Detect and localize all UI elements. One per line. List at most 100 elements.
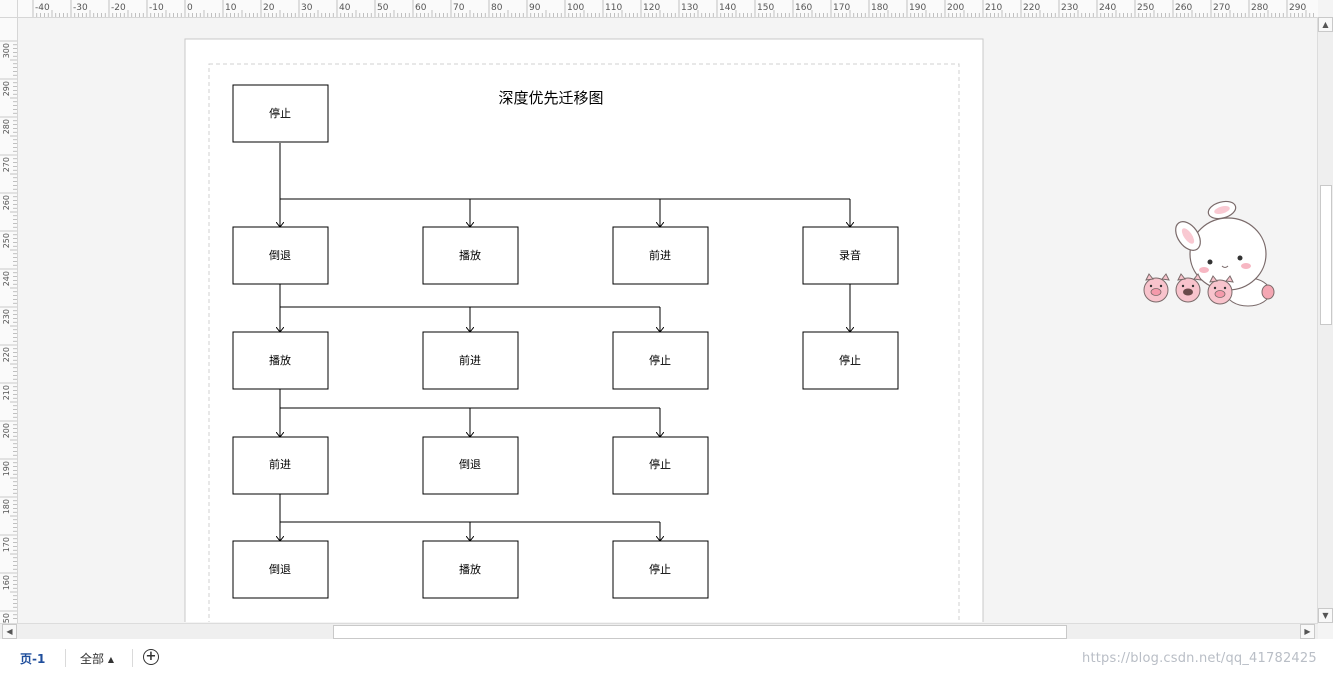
ruler-label: 70 — [453, 3, 465, 13]
status-bar: 页-1 全部 ▲ + https://blog.csdn.net/qq_4178… — [0, 639, 1333, 677]
divider — [65, 649, 66, 667]
node-label: 停止 — [649, 457, 671, 471]
node-l3-a[interactable]: 前进 — [232, 436, 329, 495]
ruler-label: 240 — [1099, 3, 1116, 13]
node-l3-b[interactable]: 倒退 — [422, 436, 519, 495]
ruler-label: 220 — [2, 347, 11, 362]
node-l1-d[interactable]: 录音 — [802, 226, 899, 285]
ruler-label: 290 — [2, 81, 11, 96]
scroll-up-button[interactable]: ▲ — [1318, 17, 1333, 32]
ruler-label: 180 — [2, 499, 11, 514]
ruler-label: 230 — [1061, 3, 1078, 13]
diagram-svg: 深度优先迁移图 停止 倒退 播放 前进 — [184, 38, 984, 622]
node-l4-b[interactable]: 播放 — [422, 540, 519, 599]
node-root[interactable]: 停止 — [232, 84, 329, 143]
ruler-label: -40 — [35, 3, 50, 13]
node-label: 前进 — [649, 248, 671, 262]
ruler-label: -30 — [73, 3, 88, 13]
ruler-label: 300 — [2, 43, 11, 58]
ruler-label: 290 — [1289, 3, 1306, 13]
ruler-label: 150 — [2, 613, 11, 623]
ruler-label: 150 — [757, 3, 774, 13]
ruler-label: 170 — [2, 537, 11, 552]
all-pages-button[interactable]: 全部 ▲ — [80, 650, 114, 667]
ruler-corner — [0, 0, 18, 18]
scroll-left-button[interactable]: ◀ — [2, 624, 17, 639]
divider — [132, 649, 133, 667]
ruler-label: 260 — [1175, 3, 1192, 13]
ruler-label: -10 — [149, 3, 164, 13]
ruler-label: 40 — [339, 3, 351, 13]
vertical-ruler: 3002902802702602502402302202102001901801… — [0, 17, 18, 623]
bunny-illustration — [1175, 200, 1275, 307]
ruler-label: 260 — [2, 195, 11, 210]
ruler-label: 220 — [1023, 3, 1040, 13]
ruler-label: 280 — [1251, 3, 1268, 13]
node-l3-c[interactable]: 停止 — [612, 436, 709, 495]
ruler-label: 190 — [2, 461, 11, 476]
pig-1 — [1143, 273, 1170, 303]
vertical-scrollbar[interactable]: ▲ ▼ — [1317, 17, 1333, 623]
ruler-label: 30 — [301, 3, 313, 13]
ruler-label: 190 — [909, 3, 926, 13]
ruler-label: 160 — [795, 3, 812, 13]
pig-3 — [1207, 275, 1234, 305]
ruler-label: 90 — [529, 3, 541, 13]
ruler-label: 280 — [2, 119, 11, 134]
connectors — [280, 143, 850, 541]
ruler-label: 160 — [2, 575, 11, 590]
ruler-label: 270 — [2, 157, 11, 172]
node-l2-b[interactable]: 前进 — [422, 331, 519, 390]
node-l2-c[interactable]: 停止 — [612, 331, 709, 390]
scroll-right-button[interactable]: ▶ — [1300, 624, 1315, 639]
pig-2 — [1175, 273, 1202, 303]
triangle-up-icon: ▲ — [107, 655, 114, 664]
ruler-label: 210 — [985, 3, 1002, 13]
node-label: 倒退 — [459, 458, 481, 471]
horizontal-scrollbar[interactable]: ◀ ▶ — [0, 623, 1318, 639]
all-pages-label: 全部 — [80, 652, 105, 666]
node-label: 前进 — [269, 457, 291, 471]
node-label: 播放 — [459, 562, 481, 576]
node-l4-c[interactable]: 停止 — [612, 540, 709, 599]
horizontal-scroll-thumb[interactable] — [333, 625, 1067, 639]
node-label: 停止 — [649, 562, 671, 576]
ruler-label: 140 — [719, 3, 736, 13]
ruler-label: 250 — [2, 233, 11, 248]
node-label: 停止 — [269, 106, 291, 120]
watermark-text: https://blog.csdn.net/qq_41782425 — [1082, 651, 1317, 666]
scroll-down-button[interactable]: ▼ — [1318, 608, 1333, 623]
plus-circle-icon[interactable]: + — [143, 649, 159, 665]
node-label: 停止 — [649, 353, 671, 367]
node-l2-d[interactable]: 停止 — [802, 331, 899, 390]
ruler-label: 250 — [1137, 3, 1154, 13]
node-label: 前进 — [459, 353, 481, 367]
drawing-canvas[interactable]: 深度优先迁移图 停止 倒退 播放 前进 — [18, 18, 1317, 622]
node-label: 停止 — [839, 353, 861, 367]
page-tab-1[interactable]: 页-1 — [20, 652, 46, 666]
node-l2-a[interactable]: 播放 — [232, 331, 329, 390]
node-l1-b[interactable]: 播放 — [422, 226, 519, 285]
node-label: 播放 — [269, 353, 291, 367]
node-label: 倒退 — [269, 249, 291, 262]
ruler-label: 240 — [2, 271, 11, 286]
ruler-label: 100 — [567, 3, 584, 13]
mascot-sticker — [1143, 200, 1275, 307]
ruler-label: 180 — [871, 3, 888, 13]
ruler-label: 230 — [2, 309, 11, 324]
ruler-label: 110 — [605, 3, 622, 13]
diagram-title: 深度优先迁移图 — [498, 89, 603, 107]
node-l4-a[interactable]: 倒退 — [232, 540, 329, 599]
ruler-label: 20 — [263, 3, 275, 13]
ruler-label: 210 — [2, 385, 11, 400]
ruler-label: 170 — [833, 3, 850, 13]
ruler-label: 60 — [415, 3, 427, 13]
page-margin-guide — [208, 63, 960, 622]
node-l1-a[interactable]: 倒退 — [232, 226, 329, 285]
ruler-label: 0 — [187, 3, 193, 13]
ruler-label: 10 — [225, 3, 237, 13]
node-l1-c[interactable]: 前进 — [612, 226, 709, 285]
vertical-scroll-thumb[interactable] — [1320, 185, 1332, 325]
ruler-label: -20 — [111, 3, 126, 13]
